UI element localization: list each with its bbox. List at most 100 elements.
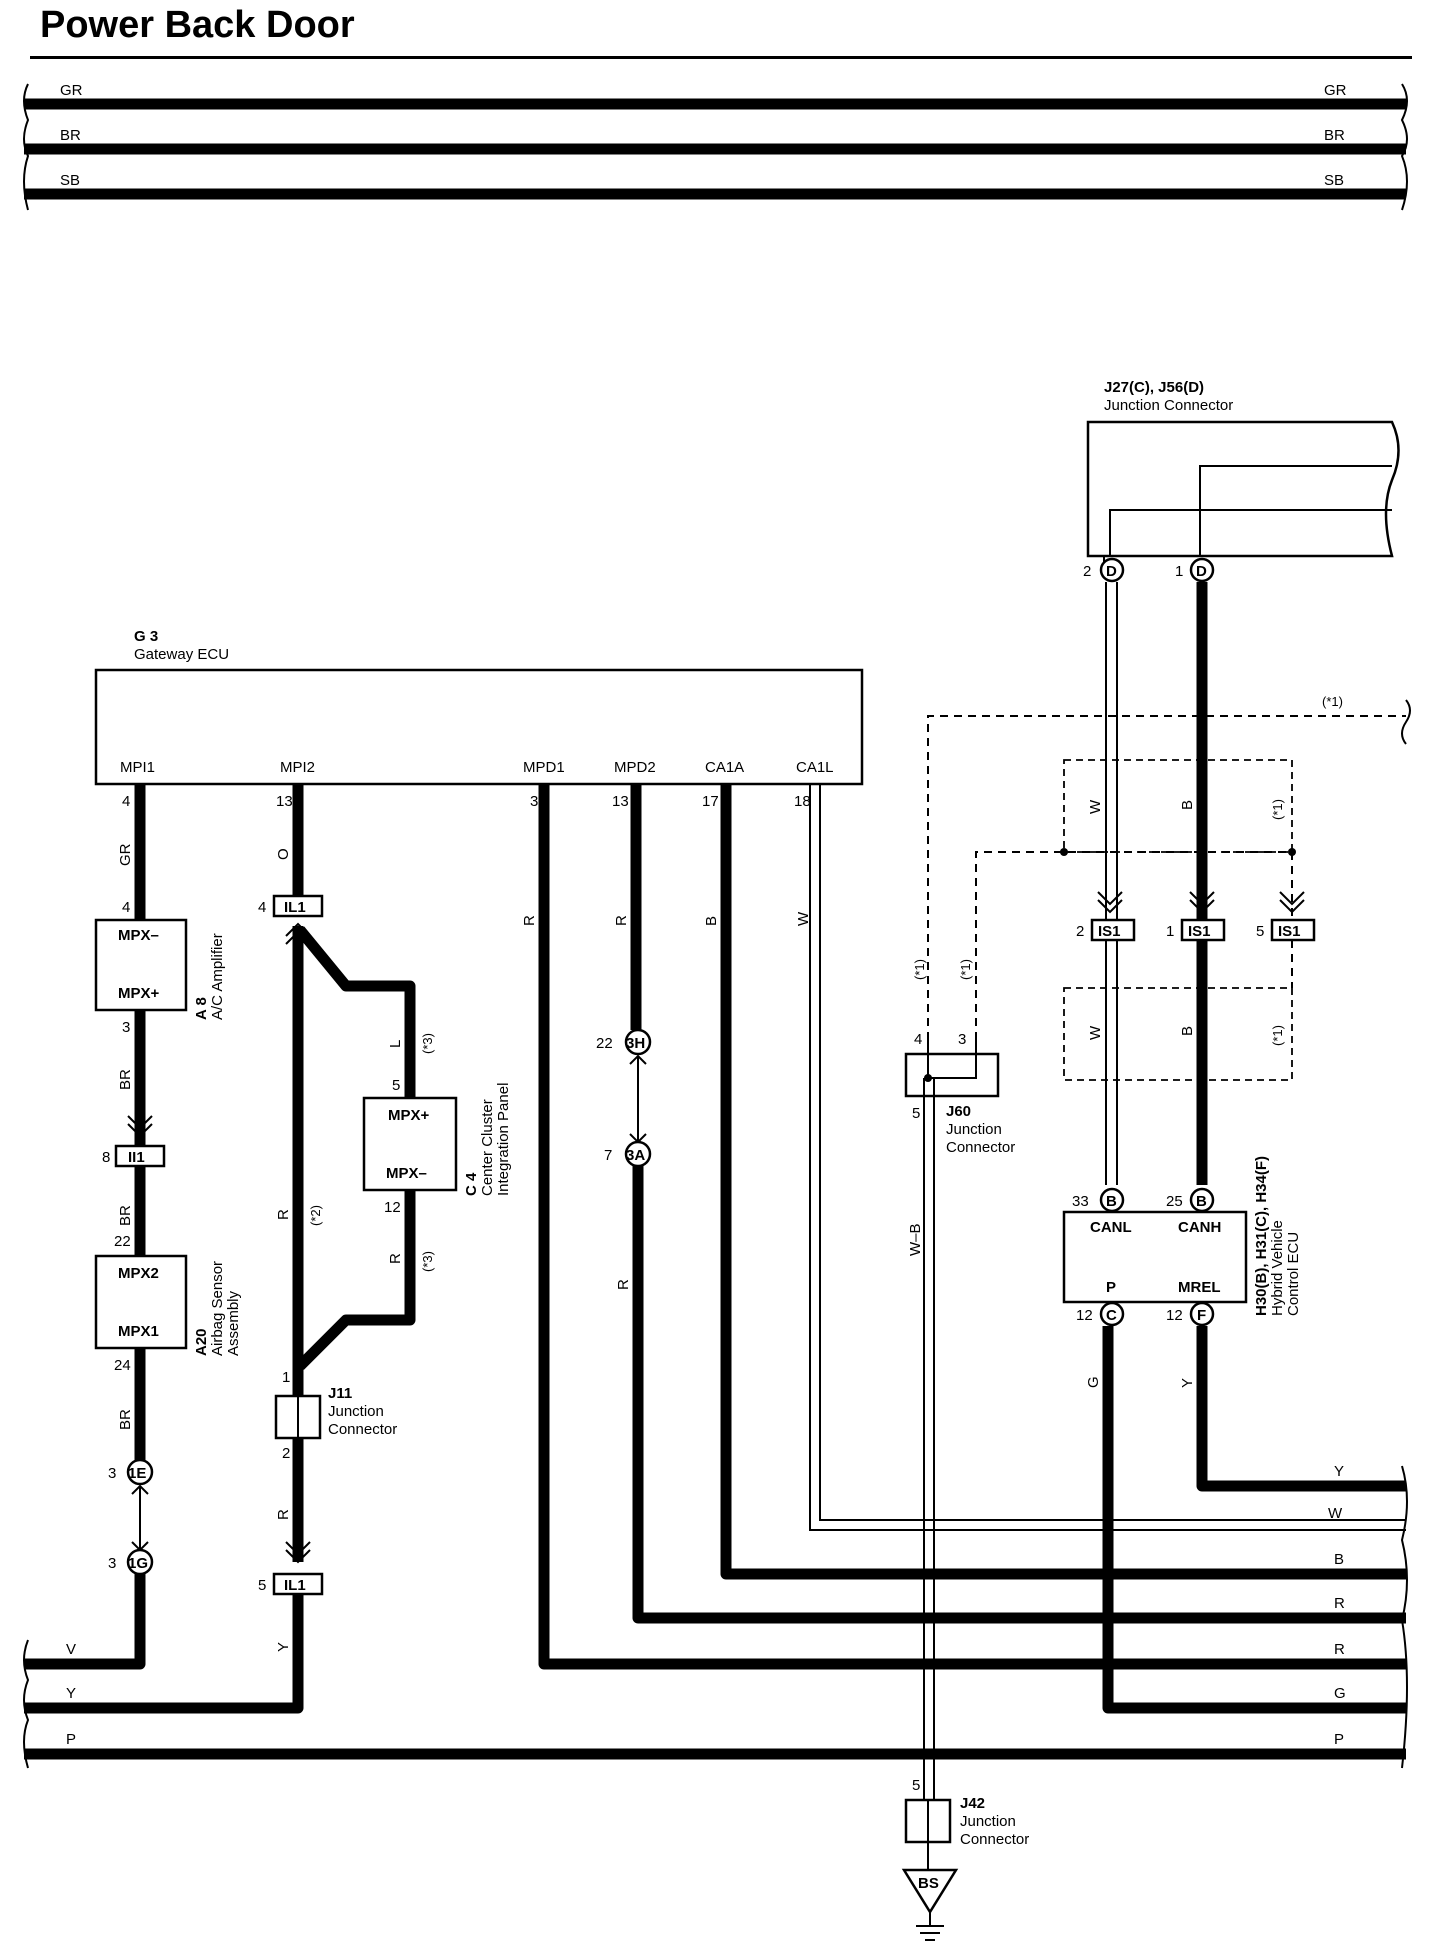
svg-text:P: P — [1334, 1731, 1344, 1748]
svg-text:(*1): (*1) — [1270, 799, 1285, 820]
j27-term-1 — [1189, 557, 1215, 583]
svg-text:H30(B), H31(C), H34(F): H30(B), H31(C), H34(F) — [1253, 1156, 1270, 1316]
svg-text:BR: BR — [117, 1409, 134, 1430]
svg-text:II1: II1 — [128, 1149, 145, 1166]
wire-label-sb-left: SB — [60, 172, 80, 189]
svg-text:Junction: Junction — [960, 1813, 1016, 1830]
svg-text:G: G — [1085, 1376, 1102, 1388]
wire-label-gr-left: GR — [60, 82, 83, 99]
svg-text:2: 2 — [282, 1445, 290, 1462]
svg-text:Y: Y — [1334, 1463, 1344, 1480]
junction-connector-j27-j56: J27(C), J56(D) Junction Connector D D 2 … — [1083, 379, 1400, 583]
svg-text:W: W — [1328, 1505, 1343, 1522]
svg-text:J42: J42 — [960, 1795, 985, 1812]
svg-text:1: 1 — [1166, 923, 1174, 940]
svg-text:(*3): (*3) — [420, 1251, 435, 1272]
connector-is1-1 — [1180, 918, 1226, 942]
svg-text:D: D — [1106, 563, 1117, 580]
svg-text:IS1: IS1 — [1278, 923, 1301, 940]
svg-text:CANL: CANL — [1090, 1219, 1132, 1236]
svg-text:Connector: Connector — [960, 1831, 1029, 1848]
svg-text:(*2): (*2) — [308, 1205, 323, 1226]
svg-text:A/C Amplifier: A/C Amplifier — [209, 933, 226, 1020]
svg-text:7: 7 — [604, 1147, 612, 1164]
junction-connector-j60: J60 Junction Connector — [904, 1040, 1015, 1156]
svg-text:V: V — [66, 1641, 76, 1658]
svg-text:D: D — [1196, 563, 1207, 580]
svg-text:5: 5 — [912, 1777, 920, 1794]
svg-text:5: 5 — [392, 1077, 400, 1094]
connector-3h — [624, 1028, 652, 1056]
connector-il1-top — [272, 894, 324, 918]
gateway-ecu: G 3 Gateway ECU MPI1 MPI2 MPD1 MPD2 CA1A… — [94, 628, 864, 810]
svg-text:Connector: Connector — [328, 1421, 397, 1438]
svg-text:G: G — [1334, 1685, 1346, 1702]
gateway-id: G 3 — [134, 628, 158, 645]
svg-text:(*1): (*1) — [1270, 1025, 1285, 1046]
wire-label-gr-right: GR — [1324, 82, 1347, 99]
svg-text:R: R — [275, 1509, 292, 1520]
gateway-name: Gateway ECU — [134, 646, 229, 663]
option-box-lower — [1063, 987, 1293, 1081]
svg-text:24: 24 — [114, 1357, 131, 1374]
svg-text:3A: 3A — [626, 1147, 645, 1164]
svg-text:B: B — [703, 916, 720, 926]
svg-text:4: 4 — [122, 793, 130, 810]
svg-text:22: 22 — [114, 1233, 131, 1250]
wire-label-br-right: BR — [1324, 127, 1345, 144]
svg-text:4: 4 — [258, 899, 266, 916]
svg-text:5: 5 — [1256, 923, 1264, 940]
svg-text:1G: 1G — [128, 1555, 148, 1572]
svg-text:P: P — [66, 1731, 76, 1748]
svg-text:MPX–: MPX– — [386, 1165, 427, 1182]
center-cluster-integration-panel: MPX+ MPX– C 4 Center Cluster Integration… — [362, 1083, 512, 1196]
svg-text:Junction: Junction — [328, 1403, 384, 1420]
svg-text:MREL: MREL — [1178, 1279, 1221, 1296]
svg-text:Airbag Sensor: Airbag Sensor — [209, 1261, 226, 1356]
svg-text:3: 3 — [122, 1019, 130, 1036]
svg-text:(*1): (*1) — [1322, 694, 1343, 709]
svg-text:BS: BS — [918, 1875, 939, 1892]
svg-text:Control ECU: Control ECU — [1285, 1232, 1302, 1316]
svg-text:R: R — [615, 1279, 632, 1290]
svg-text:R: R — [613, 915, 630, 926]
svg-text:BR: BR — [117, 1205, 134, 1226]
svg-text:1: 1 — [1175, 563, 1183, 580]
svg-text:R: R — [387, 1253, 404, 1264]
svg-text:B: B — [1334, 1551, 1344, 1568]
ground-bs: BS — [901, 1868, 959, 1941]
svg-text:CA1L: CA1L — [796, 759, 834, 776]
svg-text:1: 1 — [282, 1369, 290, 1386]
svg-text:13: 13 — [612, 793, 629, 810]
j27-term-2 — [1099, 557, 1125, 583]
hybrid-vehicle-control-ecu: CANL CANH P MREL H30(B), H31(C), H34(F) … — [1062, 1156, 1302, 1316]
svg-text:MPX+: MPX+ — [118, 985, 160, 1002]
svg-text:MPI2: MPI2 — [280, 759, 315, 776]
wire-label-sb-right: SB — [1324, 172, 1344, 189]
svg-text:W: W — [795, 911, 812, 926]
svg-text:MPX+: MPX+ — [388, 1107, 430, 1124]
option-box-upper — [1063, 759, 1293, 853]
svg-text:P: P — [1106, 1279, 1116, 1296]
svg-text:5: 5 — [258, 1577, 266, 1594]
junction-connector-j11: J11 Junction Connector — [274, 1385, 397, 1440]
svg-text:3: 3 — [108, 1465, 116, 1482]
svg-text:MPX–: MPX– — [118, 927, 159, 944]
svg-text:4: 4 — [914, 1031, 922, 1048]
svg-text:R: R — [521, 915, 538, 926]
svg-text:Integration Panel: Integration Panel — [495, 1083, 512, 1196]
svg-text:A20: A20 — [193, 1328, 210, 1356]
svg-text:Assembly: Assembly — [225, 1290, 242, 1356]
svg-text:3: 3 — [530, 793, 538, 810]
svg-text:13: 13 — [276, 793, 293, 810]
svg-text:MPI1: MPI1 — [120, 759, 155, 776]
svg-text:12: 12 — [1166, 1307, 1183, 1324]
svg-text:CANH: CANH — [1178, 1219, 1221, 1236]
svg-text:8: 8 — [102, 1149, 110, 1166]
svg-text:(*1): (*1) — [958, 959, 973, 980]
svg-text:MPD2: MPD2 — [614, 759, 656, 776]
svg-text:Connector: Connector — [946, 1139, 1015, 1156]
svg-text:Center Cluster: Center Cluster — [479, 1099, 496, 1196]
svg-text:33: 33 — [1072, 1193, 1089, 1210]
svg-text:IS1: IS1 — [1098, 923, 1121, 940]
